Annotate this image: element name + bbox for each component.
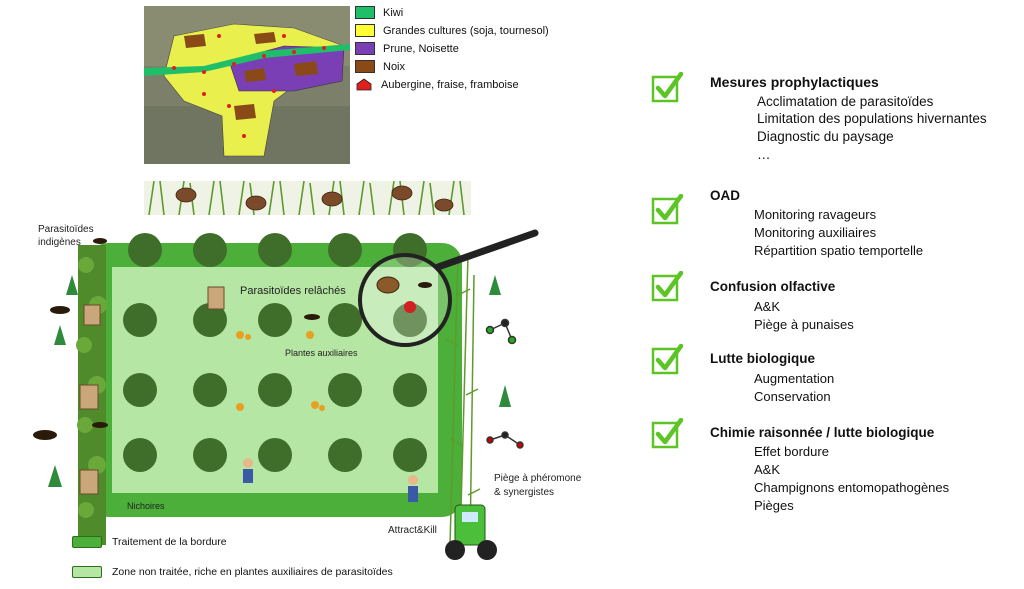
check-icon	[651, 72, 684, 103]
measure-item: Limitation des populations hivernantes	[757, 111, 987, 126]
measure-title: Confusion olfactive	[710, 279, 836, 294]
orchard-trees	[123, 233, 427, 472]
scene-legend-label: Zone non traitée, riche en plantes auxil…	[112, 566, 393, 578]
right-corn-hedge	[445, 254, 481, 546]
measure-item: Répartition spatio temportelle	[754, 243, 924, 258]
measure-item: …	[757, 147, 771, 162]
map-legend-item: Aubergine, fraise, framboise	[355, 78, 519, 91]
red-markers	[172, 34, 326, 138]
attract-kill-label: Attract&Kill	[388, 525, 437, 536]
measure-title: Mesures prophylactiques	[710, 74, 879, 90]
check-icon	[651, 271, 684, 302]
corn-hedge-strip	[144, 181, 471, 215]
plum-hazel-swatch	[355, 42, 375, 55]
tractor-icon	[445, 504, 497, 560]
magnifier-icon	[358, 253, 452, 347]
released-parasitoids-label: Parasitoïdes relâchés	[240, 285, 346, 297]
pheromone-molecule-icon	[485, 318, 524, 449]
untreated-zone-swatch	[72, 566, 102, 578]
walnut-plots	[184, 32, 318, 120]
measure-item: A&K	[754, 299, 781, 314]
map-legend-label: Kiwi	[383, 6, 404, 19]
landscape-map	[144, 6, 350, 164]
measure-item: Augmentation	[754, 371, 835, 386]
kiwi-strip	[144, 44, 350, 76]
farmer-icons	[243, 458, 418, 502]
measure-title: Chimie raisonnée / lutte biologique	[710, 425, 935, 440]
pheromone-traps	[48, 275, 511, 487]
map-legend-label: Aubergine, fraise, framboise	[381, 78, 519, 91]
measure-item: Monitoring auxiliaires	[754, 225, 877, 240]
measure-item: Diagnostic du paysage	[757, 129, 894, 144]
measure-item: Monitoring ravageurs	[754, 207, 877, 222]
pheromone-trap-label: Piège à phéromone & synergistes	[494, 473, 582, 498]
auxiliary-plants-label: Plantes auxiliaires	[285, 348, 358, 358]
orchard-scene	[33, 229, 539, 560]
scene-legend-label: Traitement de la bordure	[112, 536, 227, 548]
crops-swatch	[355, 24, 375, 37]
measure-item: Conservation	[754, 389, 831, 404]
measure-item: Acclimatation de parasitoïdes	[757, 94, 934, 109]
scene-legend-item: Traitement de la bordure	[72, 536, 227, 548]
walnut-swatch	[355, 60, 375, 73]
native-parasitoids-label: Parasitoïdes indigènes	[38, 224, 94, 248]
check-icon	[651, 194, 684, 225]
red-house-marker-icon	[356, 78, 372, 91]
check-icon	[651, 418, 684, 449]
map-legend-label: Prune, Noisette	[383, 42, 459, 55]
measure-item: Effet bordure	[754, 444, 829, 459]
kiwi-swatch	[355, 6, 375, 19]
measure-item: Pièges	[754, 498, 794, 513]
map-legend-item: Kiwi	[355, 6, 403, 19]
measure-item: Champignons entomopathogènes	[754, 480, 950, 495]
map-legend-label: Noix	[383, 60, 406, 73]
treated-border-swatch	[72, 536, 102, 548]
parasitoid-wasp-icons	[33, 238, 432, 440]
map-legend-item: Noix	[355, 60, 405, 73]
measure-title: Lutte biologique	[710, 351, 815, 366]
map-legend-item: Grandes cultures (soja, tournesol)	[355, 24, 549, 37]
measure-item: A&K	[754, 462, 781, 477]
nest-boxes-label: Nichoires	[127, 501, 165, 511]
scene-legend-item: Zone non traitée, riche en plantes auxil…	[72, 566, 393, 578]
auxiliary-flowers	[236, 331, 325, 411]
check-icon	[651, 344, 684, 375]
measure-item: Piège à punaises	[754, 317, 854, 332]
map-legend-item: Prune, Noisette	[355, 42, 459, 55]
map-legend-label: Grandes cultures (soja, tournesol)	[383, 24, 549, 37]
nest-boxes	[79, 286, 225, 495]
measure-title: OAD	[710, 188, 740, 203]
